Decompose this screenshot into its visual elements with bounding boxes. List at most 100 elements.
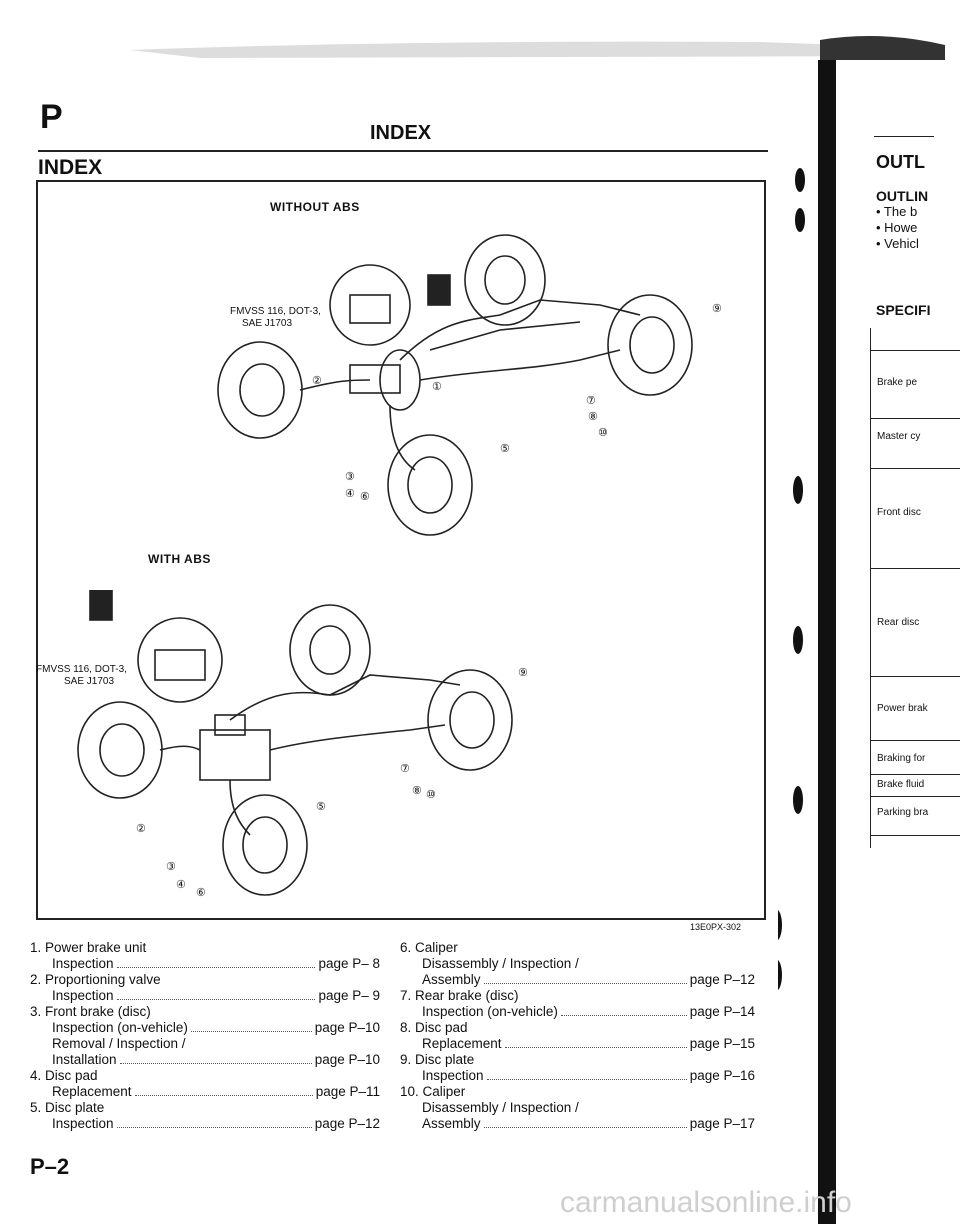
adjacent-page-edge: OUTL OUTLIN • The b • Howe • Vehicl SPEC… [850, 130, 960, 890]
figure-frame [36, 180, 766, 920]
reservoir-inset [329, 264, 411, 346]
binder-gutter [778, 60, 836, 1224]
adjacent-spec-row: Rear disc [871, 568, 960, 676]
callout-6-bottom: ⑥ [196, 887, 206, 899]
brake-system-diagram-with-abs [77, 590, 513, 896]
index-entry-continued: Disassembly / Inspection / [422, 1100, 579, 1115]
adjacent-title: OUTL [876, 152, 925, 172]
scan-smudge [130, 36, 945, 60]
index-item-title: 10. Caliper [400, 1084, 466, 1099]
adjacent-spec-row: Braking for [871, 740, 960, 774]
callout-6-top: ⑥ [360, 491, 370, 503]
callout-9-bottom: ⑨ [518, 667, 528, 679]
index-entry[interactable]: Inspection (on-vehicle)page P–14 [422, 1004, 755, 1019]
fluid-spec-line2: SAE J1703 [64, 676, 115, 687]
section-letter: P [40, 98, 63, 136]
index-item-title: 1. Power brake unit [30, 940, 147, 955]
index-item-title: 3. Front brake (disc) [30, 1004, 151, 1019]
callout-7-bottom: ⑦ [400, 763, 410, 775]
diagram-title-with-abs: WITH ABS [148, 552, 211, 566]
callout-3-top: ③ [345, 471, 355, 483]
callout-2-top: ② [312, 375, 322, 387]
figure-frame-right [764, 180, 766, 920]
adjacent-spec-row: Master cy [871, 418, 960, 468]
figure-code: 13E0PX-302 [690, 922, 742, 932]
callout-4-bottom: ④ [176, 879, 186, 891]
callout-2-bottom: ② [136, 823, 146, 835]
adjacent-spec-table: Brake pe Master cy Front disc Rear disc … [870, 328, 960, 848]
front-left-wheel [217, 341, 303, 439]
adjacent-spec-row: Front disc [871, 468, 960, 568]
fluid-spec-top: FMVSS 116, DOT-3, SAE J1703 [230, 306, 321, 330]
index-item-title: 7. Rear brake (disc) [400, 988, 519, 1003]
abs-unit [199, 729, 271, 781]
index-item-10: 10. Caliper Disassembly / Inspection / A… [400, 1084, 755, 1132]
fluid-spec-line1: FMVSS 116, DOT-3, [230, 306, 321, 317]
index-entry-continued: Disassembly / Inspection / [422, 956, 579, 971]
callout-3-bottom: ③ [166, 861, 176, 873]
watermark: carmanualsonline.info [560, 1186, 852, 1219]
callout-1-top: ① [432, 381, 442, 393]
brake-fluid-can [89, 590, 113, 621]
page-heading: INDEX [38, 156, 103, 179]
adjacent-spec-row: Brake fluid [871, 774, 960, 796]
callout-5-bottom: ⑤ [316, 801, 326, 813]
callout-10-top: ⑩ [598, 427, 608, 439]
index-item-title: 6. Caliper [400, 940, 458, 955]
adjacent-bullets: • The b • Howe • Vehicl [876, 204, 919, 252]
reservoir-inset [137, 617, 223, 703]
front-left-wheel [77, 701, 163, 799]
fluid-spec-line1: FMVSS 116, DOT-3, [36, 664, 127, 675]
index-item-7: 7. Rear brake (disc) Inspection (on-vehi… [400, 988, 755, 1020]
index-item-3: 3. Front brake (disc) Inspection (on-veh… [30, 1004, 380, 1068]
index-item-6: 6. Caliper Disassembly / Inspection / As… [400, 940, 755, 988]
fluid-spec-bottom: FMVSS 116, DOT-3, SAE J1703 [36, 664, 127, 688]
index-entry-continued: Removal / Inspection / [52, 1036, 186, 1051]
adjacent-bullet: • Howe [876, 220, 918, 235]
adjacent-spec-heading: SPECIFI [876, 302, 931, 318]
callout-8-top: ⑧ [588, 411, 598, 423]
index-item-title: 5. Disc plate [30, 1100, 105, 1115]
diagram-title-without-abs: WITHOUT ABS [270, 200, 360, 214]
page-number: P–2 [30, 1154, 70, 1179]
adjacent-spec-row: Parking bra [871, 796, 960, 836]
brake-fluid-can [427, 274, 451, 306]
index-list-right: 6. Caliper Disassembly / Inspection / As… [400, 940, 755, 1132]
figure-frame-bottom [36, 918, 766, 920]
callout-4-top: ④ [345, 488, 355, 500]
index-entry[interactable]: Inspection (on-vehicle)page P–10 [52, 1020, 380, 1035]
fluid-spec-line2: SAE J1703 [242, 318, 293, 329]
callout-9-top: ⑨ [712, 303, 722, 315]
index-item-title: 2. Proportioning valve [30, 972, 161, 987]
header-title: INDEX [370, 122, 432, 144]
brake-system-diagram-without-abs [217, 234, 693, 536]
header-rule [38, 150, 768, 152]
adjacent-spec-row: Brake pe [871, 350, 960, 418]
callout-8-bottom: ⑧ [412, 785, 422, 797]
callout-5-top: ⑤ [500, 443, 510, 455]
adjacent-bullet: • Vehicl [876, 236, 919, 251]
callout-10-bottom: ⑩ [426, 789, 436, 801]
index-item-title: 4. Disc pad [30, 1068, 98, 1083]
adjacent-spec-row: Power brak [871, 676, 960, 740]
callout-7-top: ⑦ [586, 395, 596, 407]
index-item-title: 8. Disc pad [400, 1020, 468, 1035]
adjacent-bullet: • The b [876, 204, 918, 219]
index-item-title: 9. Disc plate [400, 1052, 475, 1067]
